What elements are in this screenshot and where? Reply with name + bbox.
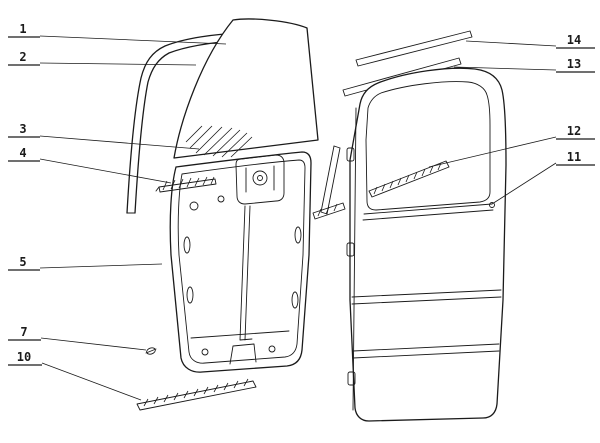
callout-10: 10 xyxy=(8,350,142,401)
panel-center-rib xyxy=(239,205,253,341)
callout-label-4: 4 xyxy=(19,146,26,160)
leader-line-2 xyxy=(39,62,197,66)
channel-outer-line xyxy=(126,32,243,214)
waist-strip-outline xyxy=(155,178,217,193)
door-shell xyxy=(346,67,507,422)
upper-molding-inner xyxy=(342,57,462,97)
regulator-hole-inner xyxy=(257,175,263,181)
callout-7: 7 xyxy=(8,325,147,351)
panel-slot-right-1 xyxy=(294,226,302,244)
callout-label-1: 1 xyxy=(19,22,26,36)
hinge-tab-middle xyxy=(346,242,355,257)
screw-slot xyxy=(145,348,157,354)
callout-label-13: 13 xyxy=(567,57,581,71)
waist-strip-hatch xyxy=(162,176,215,191)
callout-label-11: 11 xyxy=(567,150,581,164)
upper-molding-outer xyxy=(355,30,473,67)
regulator-cutout xyxy=(235,154,285,205)
leader-line-14 xyxy=(465,40,557,47)
callout-11: 11 xyxy=(491,150,595,205)
door-window-aperture xyxy=(365,81,491,211)
callout-14: 14 xyxy=(465,33,595,49)
callout-1: 1 xyxy=(8,22,227,45)
panel-slot-right-2 xyxy=(291,291,299,309)
panel-hole-a xyxy=(189,201,199,211)
leader-line-11 xyxy=(491,162,557,205)
molding-14-outline xyxy=(355,30,473,67)
belt-strip-stub-hatch xyxy=(317,203,338,217)
callout-4: 4 xyxy=(8,146,172,184)
panel-hole-c xyxy=(201,348,209,356)
cutout-brackets xyxy=(245,165,275,193)
leader-line-5 xyxy=(39,263,163,269)
callout-label-12: 12 xyxy=(567,124,581,138)
door-front-edge-line xyxy=(352,107,357,411)
front-run-channel xyxy=(312,145,346,220)
panel-slot-left-2 xyxy=(186,286,194,304)
leader-line-1 xyxy=(39,35,227,45)
callout-label-3: 3 xyxy=(19,122,26,136)
callout-label-14: 14 xyxy=(567,33,581,47)
lower-strip-outline xyxy=(136,380,257,411)
door-outer-outline xyxy=(349,67,507,422)
door-window-glass xyxy=(173,18,319,159)
callout-label-5: 5 xyxy=(19,255,26,269)
window-channel-strip xyxy=(368,160,450,198)
callout-12: 12 xyxy=(428,124,595,168)
door-handle-hole xyxy=(489,202,495,208)
door-belt-line xyxy=(362,203,494,221)
strip-12-hatch xyxy=(373,162,442,195)
callout-label-10: 10 xyxy=(17,350,31,364)
lower-strip-hatch xyxy=(143,378,249,407)
panel-hole-d xyxy=(268,345,276,353)
panel-bottom-lines xyxy=(190,330,290,365)
callout-5: 5 xyxy=(8,255,163,271)
leader-line-12 xyxy=(428,136,557,168)
leader-line-3 xyxy=(39,135,200,150)
leader-line-10 xyxy=(41,362,142,401)
glass-outline xyxy=(173,18,319,159)
panel-slot-left-1 xyxy=(183,236,191,254)
channel-inner-line xyxy=(134,39,243,214)
leader-line-4 xyxy=(39,158,172,184)
hinge-tab-upper xyxy=(346,147,355,162)
callout-3: 3 xyxy=(8,122,200,150)
lower-molding-strip xyxy=(136,378,257,411)
callout-label-7: 7 xyxy=(20,325,27,339)
panel-inner-outline xyxy=(177,159,306,364)
panel-hole-b xyxy=(217,195,225,203)
callout-2: 2 xyxy=(8,50,197,66)
fastener-screw xyxy=(145,347,157,355)
belt-strip-stub xyxy=(312,202,346,220)
leader-line-7 xyxy=(40,337,147,351)
molding-13-outline xyxy=(342,57,462,97)
leader-line-13 xyxy=(453,66,557,71)
door-inner-panel xyxy=(169,151,312,373)
waist-seal-strip xyxy=(155,176,217,193)
panel-outer-outline xyxy=(169,151,312,373)
hinge-tab-lower xyxy=(347,371,356,386)
callouts: 1 2 3 4 5 7 10 xyxy=(8,22,595,401)
door-body-grooves xyxy=(351,289,502,359)
callout-label-2: 2 xyxy=(19,50,26,64)
glass-hatch-lines xyxy=(185,125,253,158)
strip-12-outline xyxy=(368,160,450,198)
front-channel-lines xyxy=(320,145,341,215)
callout-13: 13 xyxy=(453,57,595,73)
regulator-hole-outer xyxy=(252,170,268,186)
